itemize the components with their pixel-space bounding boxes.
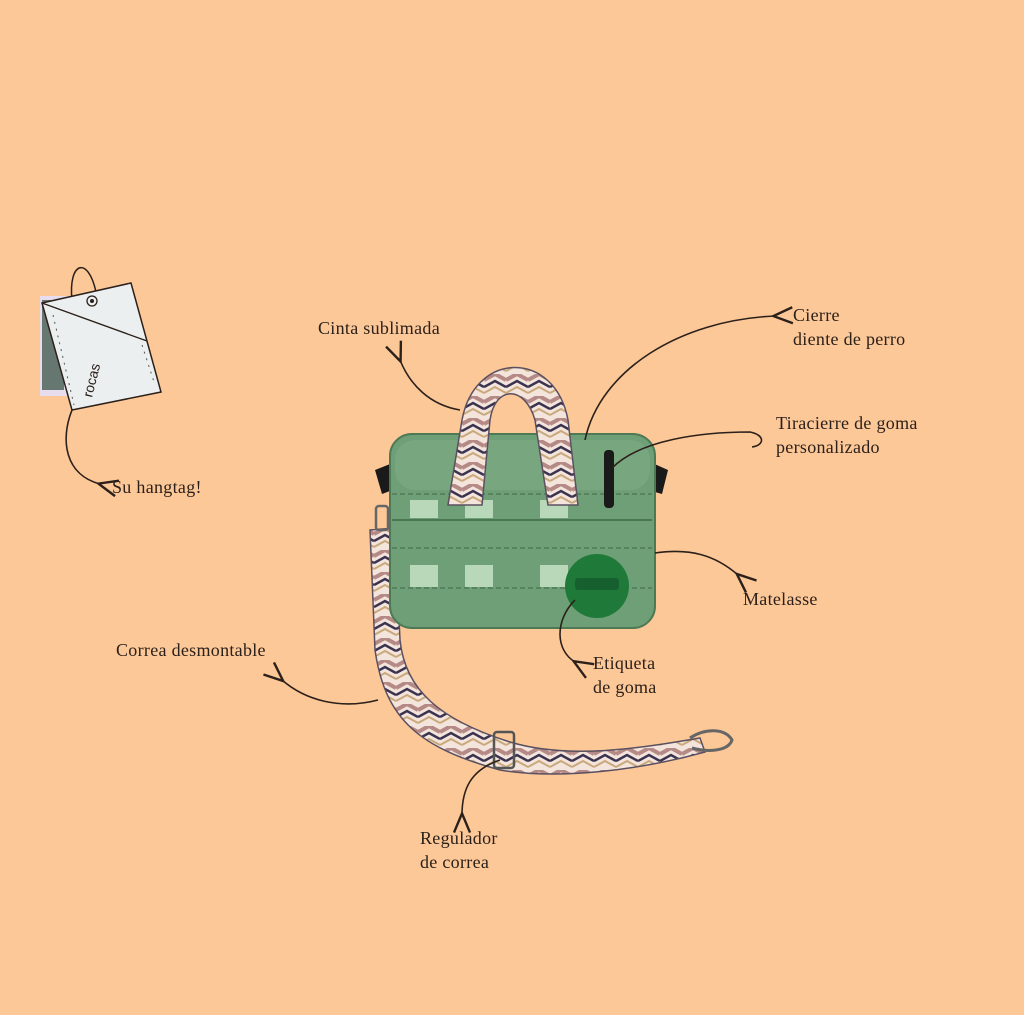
label-tiracierre-line2: personalizado: [776, 437, 880, 457]
label-regulador-line2: de correa: [420, 852, 490, 872]
callout-arrows: [65, 316, 775, 815]
label-etiqueta-line1: Etiqueta: [593, 653, 656, 673]
label-regulador-line1: Regulador: [420, 828, 498, 848]
label-etiqueta: Etiqueta de goma: [593, 651, 657, 699]
label-cierre: Cierre diente de perro: [793, 303, 905, 351]
label-correa-desmontable: Correa desmontable: [116, 640, 266, 660]
hangtag: rocas: [40, 267, 162, 411]
label-cinta-sublimada: Cinta sublimada: [318, 318, 440, 338]
label-etiqueta-line2: de goma: [593, 677, 657, 697]
detachable-strap: [369, 504, 734, 775]
label-matelasse: Matelasse: [743, 589, 818, 609]
handle-strap: [447, 366, 579, 506]
label-tiracierre-line1: Tiracierre de goma: [776, 413, 918, 433]
label-hangtag: Su hangtag!: [112, 477, 202, 497]
label-regulador: Regulador de correa: [420, 826, 498, 874]
label-cierre-line2: diente de perro: [793, 329, 906, 349]
bag-body: [375, 433, 668, 629]
label-tiracierre: Tiracierre de goma personalizado: [776, 411, 918, 459]
label-cierre-line1: Cierre: [793, 305, 840, 325]
